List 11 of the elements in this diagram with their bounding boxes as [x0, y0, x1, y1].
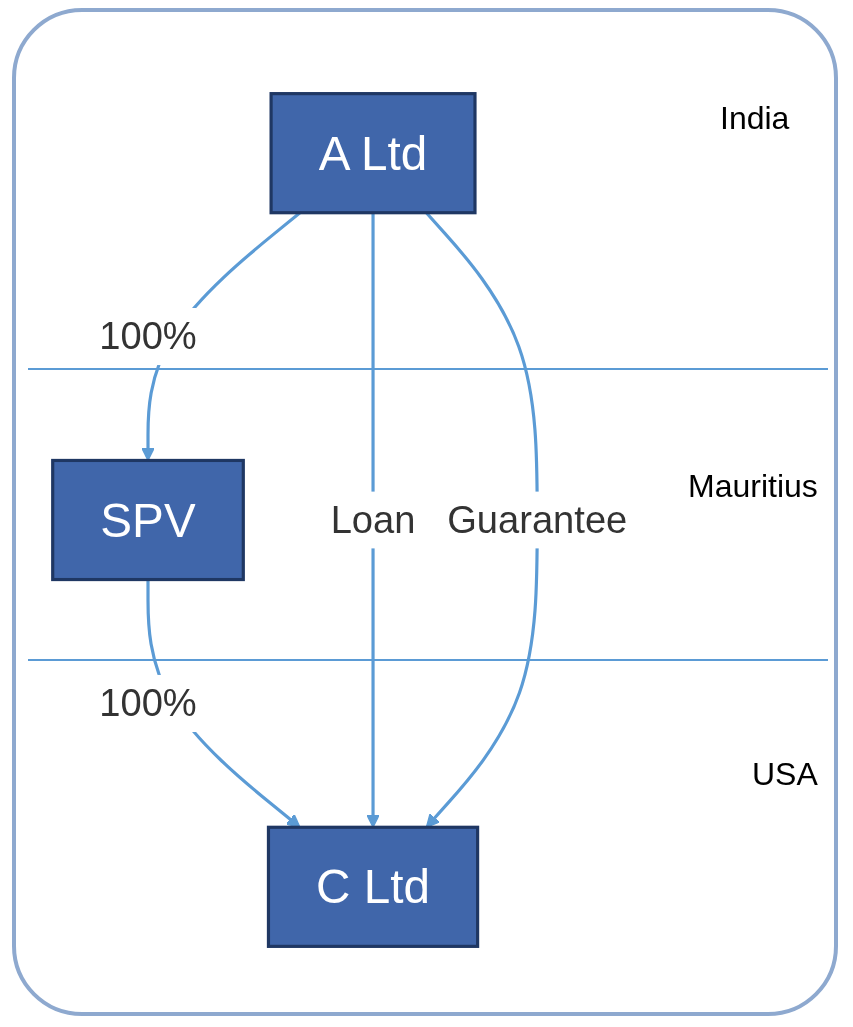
edge-label: Guarantee — [447, 497, 628, 541]
node-box: SPV — [51, 458, 245, 582]
region-label: USA — [752, 756, 818, 793]
node-box: C Ltd — [266, 825, 480, 948]
region-label: Mauritius — [688, 468, 818, 505]
edge-label: Loan — [330, 497, 416, 541]
edge-label: 100% — [99, 314, 197, 358]
node-box: A Ltd — [269, 92, 477, 215]
arrow — [366, 212, 380, 828]
region-label: India — [720, 100, 790, 137]
edge-label: 100% — [99, 681, 197, 725]
